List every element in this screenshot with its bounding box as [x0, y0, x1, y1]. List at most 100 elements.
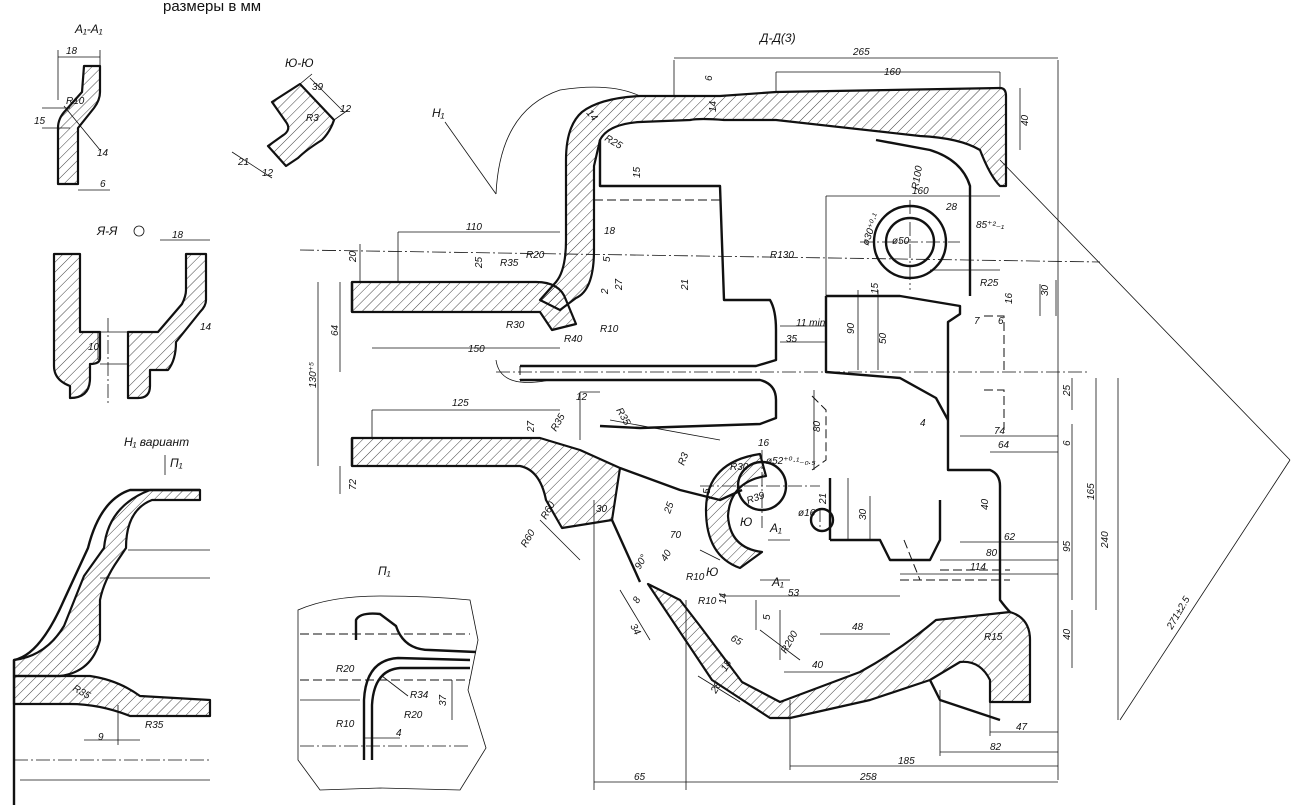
dim-18-arm: 18	[719, 658, 734, 674]
dim-r39: R39	[745, 490, 766, 507]
dim-40-arm: 40	[659, 548, 674, 564]
yu-dim-12: 12	[340, 104, 352, 115]
dim-28-arm: 28	[709, 680, 725, 696]
dim-5-main: 5	[602, 256, 613, 262]
dim-15-right: 15	[870, 282, 881, 294]
dim-64-right: 64	[998, 440, 1010, 451]
h1-variant-base	[12, 674, 212, 718]
section-ya-left	[52, 252, 102, 400]
dim-90: 90	[846, 322, 857, 334]
dim-21-lower: 21	[818, 493, 829, 505]
dim-265: 265	[852, 47, 870, 58]
dim-114: 114	[970, 562, 986, 573]
dim-25-right: 25	[1062, 384, 1073, 397]
dim-74: 74	[994, 426, 1006, 437]
dim-16-mid: 16	[758, 438, 770, 449]
p1-dim-4: 4	[396, 728, 402, 739]
a1-dim-r10: R10	[66, 96, 85, 107]
dim-72: 72	[348, 478, 359, 490]
dim-16-right: 16	[1004, 292, 1015, 304]
dim-5-ring: 5	[702, 488, 713, 494]
dim-40-mid: 40	[980, 498, 991, 510]
dim-160-mid: 160	[912, 186, 929, 197]
a1-dim-6: 6	[100, 179, 106, 190]
dim-258: 258	[859, 772, 877, 783]
yu-dim-12b: 12	[262, 168, 274, 179]
ya-dim-14: 14	[200, 322, 212, 333]
dim-18-main: 18	[604, 226, 616, 237]
rotation-icon	[133, 225, 145, 237]
dim-r100: R100	[910, 165, 925, 191]
section-ya-ya-title: Я-Я	[96, 224, 118, 238]
dim-30-lower: 30	[858, 508, 869, 520]
h1-leader-label: H₁	[432, 106, 445, 120]
yu-dim-21: 21	[237, 157, 249, 168]
main-ring-section	[704, 452, 768, 570]
main-upper-bar-section	[350, 280, 578, 332]
dim-r25-arm: R25	[603, 133, 625, 152]
dim-125: 125	[452, 398, 469, 409]
dim-53: 53	[788, 588, 800, 599]
dim-80-right: 80	[986, 548, 998, 559]
dim-20-main: 20	[348, 250, 359, 263]
dim-r10-arm: R10	[698, 596, 717, 607]
dim-r10-main: R10	[600, 324, 619, 335]
dim-40-right: 40	[1062, 628, 1073, 640]
dim-r35-lower2: R35	[549, 412, 568, 434]
section-a1-a1-title: A₁-A₁	[74, 22, 103, 36]
dim-70: 70	[670, 530, 682, 541]
yu-dim-r3: R3	[306, 113, 319, 124]
dim-64-left: 64	[330, 324, 341, 336]
dim-80-mid: 80	[812, 420, 823, 432]
cut-marker-yu-2: Ю	[706, 565, 718, 579]
dim-240: 240	[1100, 531, 1111, 549]
dim-ø16: ø16	[798, 508, 816, 519]
dim-8: 8	[631, 595, 644, 606]
dim-48: 48	[852, 622, 864, 633]
h1-variant-wall	[12, 488, 202, 678]
dim-14-arm-2: 14	[718, 592, 729, 604]
a1-dim-15: 15	[34, 116, 46, 127]
dim-4: 4	[920, 418, 926, 429]
dim-6-top: 6	[704, 75, 715, 81]
a1-dim-18: 18	[66, 46, 78, 57]
dim-30-mid: 30	[596, 504, 608, 515]
dim-15-arm: 15	[632, 166, 643, 178]
dim-35: 35	[786, 334, 798, 345]
cut-marker-yu: Ю	[740, 515, 752, 529]
p1-dim-37: 37	[438, 694, 449, 706]
section-yu-profile	[266, 82, 336, 168]
section-a1-a1: A₁-A₁ 18 15 R10 14 6	[34, 22, 110, 191]
view-p1-detail: П₁ R20 R34 R20 37 R10 4	[297, 564, 487, 791]
cut-marker-a1: A₁	[769, 521, 782, 535]
p1-detail-break-outline	[297, 595, 487, 791]
dim-ø52: ø52⁺⁰·¹₋₀.₅	[766, 456, 815, 467]
dim-ø50: ø50	[892, 236, 910, 247]
dim-r130: R130	[770, 250, 794, 261]
dim-r60a: R60	[519, 528, 538, 550]
dim-130: 130⁺⁵	[308, 362, 319, 388]
dim-30-right: 30	[1040, 284, 1051, 296]
h1-variant-title: H₁ вариант	[124, 435, 189, 449]
dim-25-ring: 25	[662, 500, 677, 516]
dim-21-main: 21	[680, 279, 691, 291]
main-view-title: Д-Д(3)	[758, 31, 796, 45]
p1-detail-title: П₁	[378, 564, 391, 578]
p1-marker-label: П₁	[170, 456, 183, 470]
dim-12-main: 12	[576, 392, 588, 403]
section-ya-ya: Я-Я 18 14 10	[52, 224, 212, 404]
ya-dim-10: 10	[88, 342, 100, 353]
dim-11-min: 11 min	[796, 318, 826, 329]
dim-5-arm: 5	[762, 614, 773, 620]
section-a1-profile	[56, 64, 102, 186]
dim-47: 47	[1016, 722, 1028, 733]
h1-dim-r35b: R35	[145, 720, 164, 731]
dim-27-main: 27	[614, 278, 625, 291]
p1-dim-r20b: R20	[404, 710, 423, 721]
dim-62: 62	[1004, 532, 1016, 543]
dim-ø30: ø30⁺⁰·¹	[860, 211, 882, 247]
dim-85: 85⁺²₋₁	[976, 220, 1004, 231]
view-h1-variant: H₁ вариант П₁ R35 R35 9	[12, 435, 212, 805]
section-yu-yu-title: Ю-Ю	[285, 56, 314, 70]
